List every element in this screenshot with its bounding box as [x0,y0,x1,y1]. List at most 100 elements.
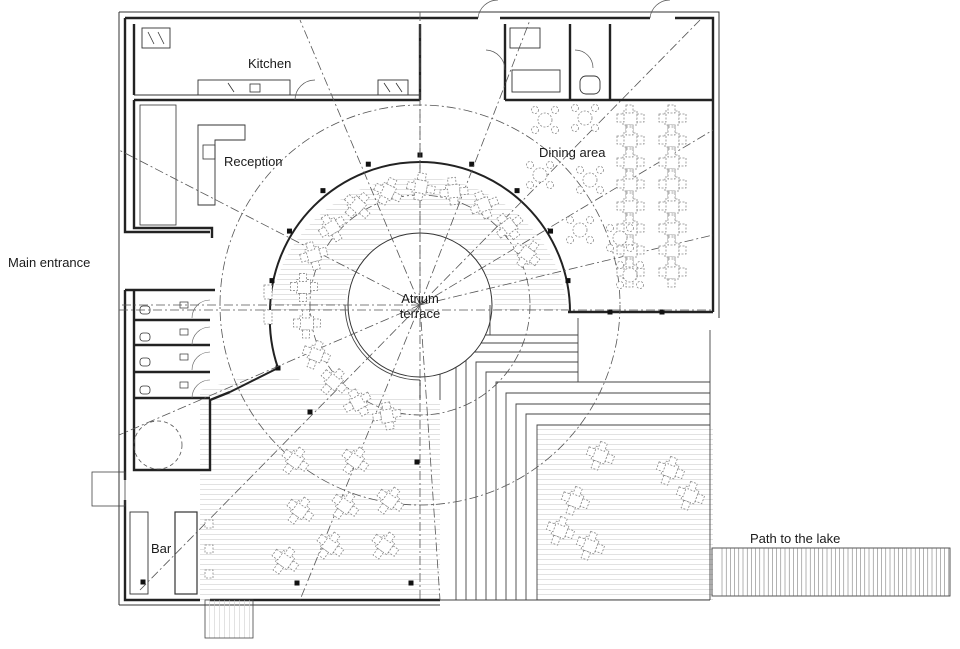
atrium-label-line2: terrace [399,306,441,321]
table-set [281,446,310,475]
chair [667,236,676,246]
chair [527,240,540,253]
table-set [560,485,591,516]
chair [528,254,541,267]
chair [511,214,524,227]
chair [616,135,625,145]
table-set [271,546,300,575]
round-table-set [526,161,554,189]
terrace-steps [439,318,711,601]
chair [636,267,645,277]
round-table-set [566,216,594,244]
chair [332,545,345,557]
chair [694,493,706,505]
chair [675,486,687,498]
chair [586,216,594,224]
chair [660,474,671,486]
table-set [286,496,315,525]
chair [687,480,698,492]
chair [358,207,371,219]
chair [299,293,307,302]
lake-path [711,547,951,597]
chair [565,504,576,516]
chair [625,214,634,224]
chair [658,201,667,211]
axis-line [299,19,421,306]
chair [459,186,469,196]
chair [305,240,316,252]
chair [335,381,348,394]
atrium-terrace-label: Atrium terrace [380,291,460,321]
chair [373,182,385,194]
lower-terrace-decking [200,378,440,600]
toilets [133,299,211,470]
column-post [275,365,281,371]
chair [495,227,508,239]
round-table-set [531,106,559,134]
atrium-label-line1: Atrium [401,291,439,306]
chair [320,383,333,396]
chair [546,161,554,169]
column-post [140,579,146,585]
chair [301,345,313,357]
chair [293,318,301,328]
chair [658,113,667,123]
chair [616,113,625,123]
round-table-set [571,104,599,132]
chair [667,104,676,114]
chair [297,460,310,472]
chair [313,318,321,328]
chair [678,113,687,123]
chair [636,201,645,211]
kitchen-label: Kitchen [248,56,292,71]
chair [580,549,591,561]
table-set [616,104,645,134]
axis-line [419,304,441,601]
chair [413,191,424,201]
chair [389,486,401,499]
chair [606,224,614,232]
chair [579,498,591,510]
chair [354,446,366,459]
dining-area-label: Dining area [539,145,606,160]
chair [564,528,576,540]
chair [575,536,587,548]
chair [678,201,687,211]
chair [667,192,676,202]
table-set [320,367,348,396]
axis-line [419,19,701,306]
path-to-lake-label: Path to the lake [750,531,841,546]
chair [416,172,427,182]
chair [531,106,539,114]
table-set [512,240,541,269]
table-set [293,309,321,339]
chair [531,126,539,134]
chair [658,135,667,145]
column-post [414,459,420,465]
door-swing [191,351,211,371]
chair [347,505,360,517]
chair [508,228,521,241]
bar-label: Bar [151,541,172,556]
chair [626,224,634,232]
chair [591,104,599,112]
chair [560,491,572,503]
chair [586,236,594,244]
bar-counter [91,471,254,639]
chair [342,401,355,413]
chair [526,161,534,169]
chair [678,157,687,167]
table [612,230,628,246]
table-set [495,212,524,241]
atrium-decking [270,177,568,310]
chair [597,440,608,452]
column-post [514,188,520,194]
column-post [565,278,571,284]
column-post [294,580,300,586]
chair [392,500,405,512]
chair [667,455,678,467]
chair [658,157,667,167]
table-set [371,531,400,560]
chair [616,261,624,269]
